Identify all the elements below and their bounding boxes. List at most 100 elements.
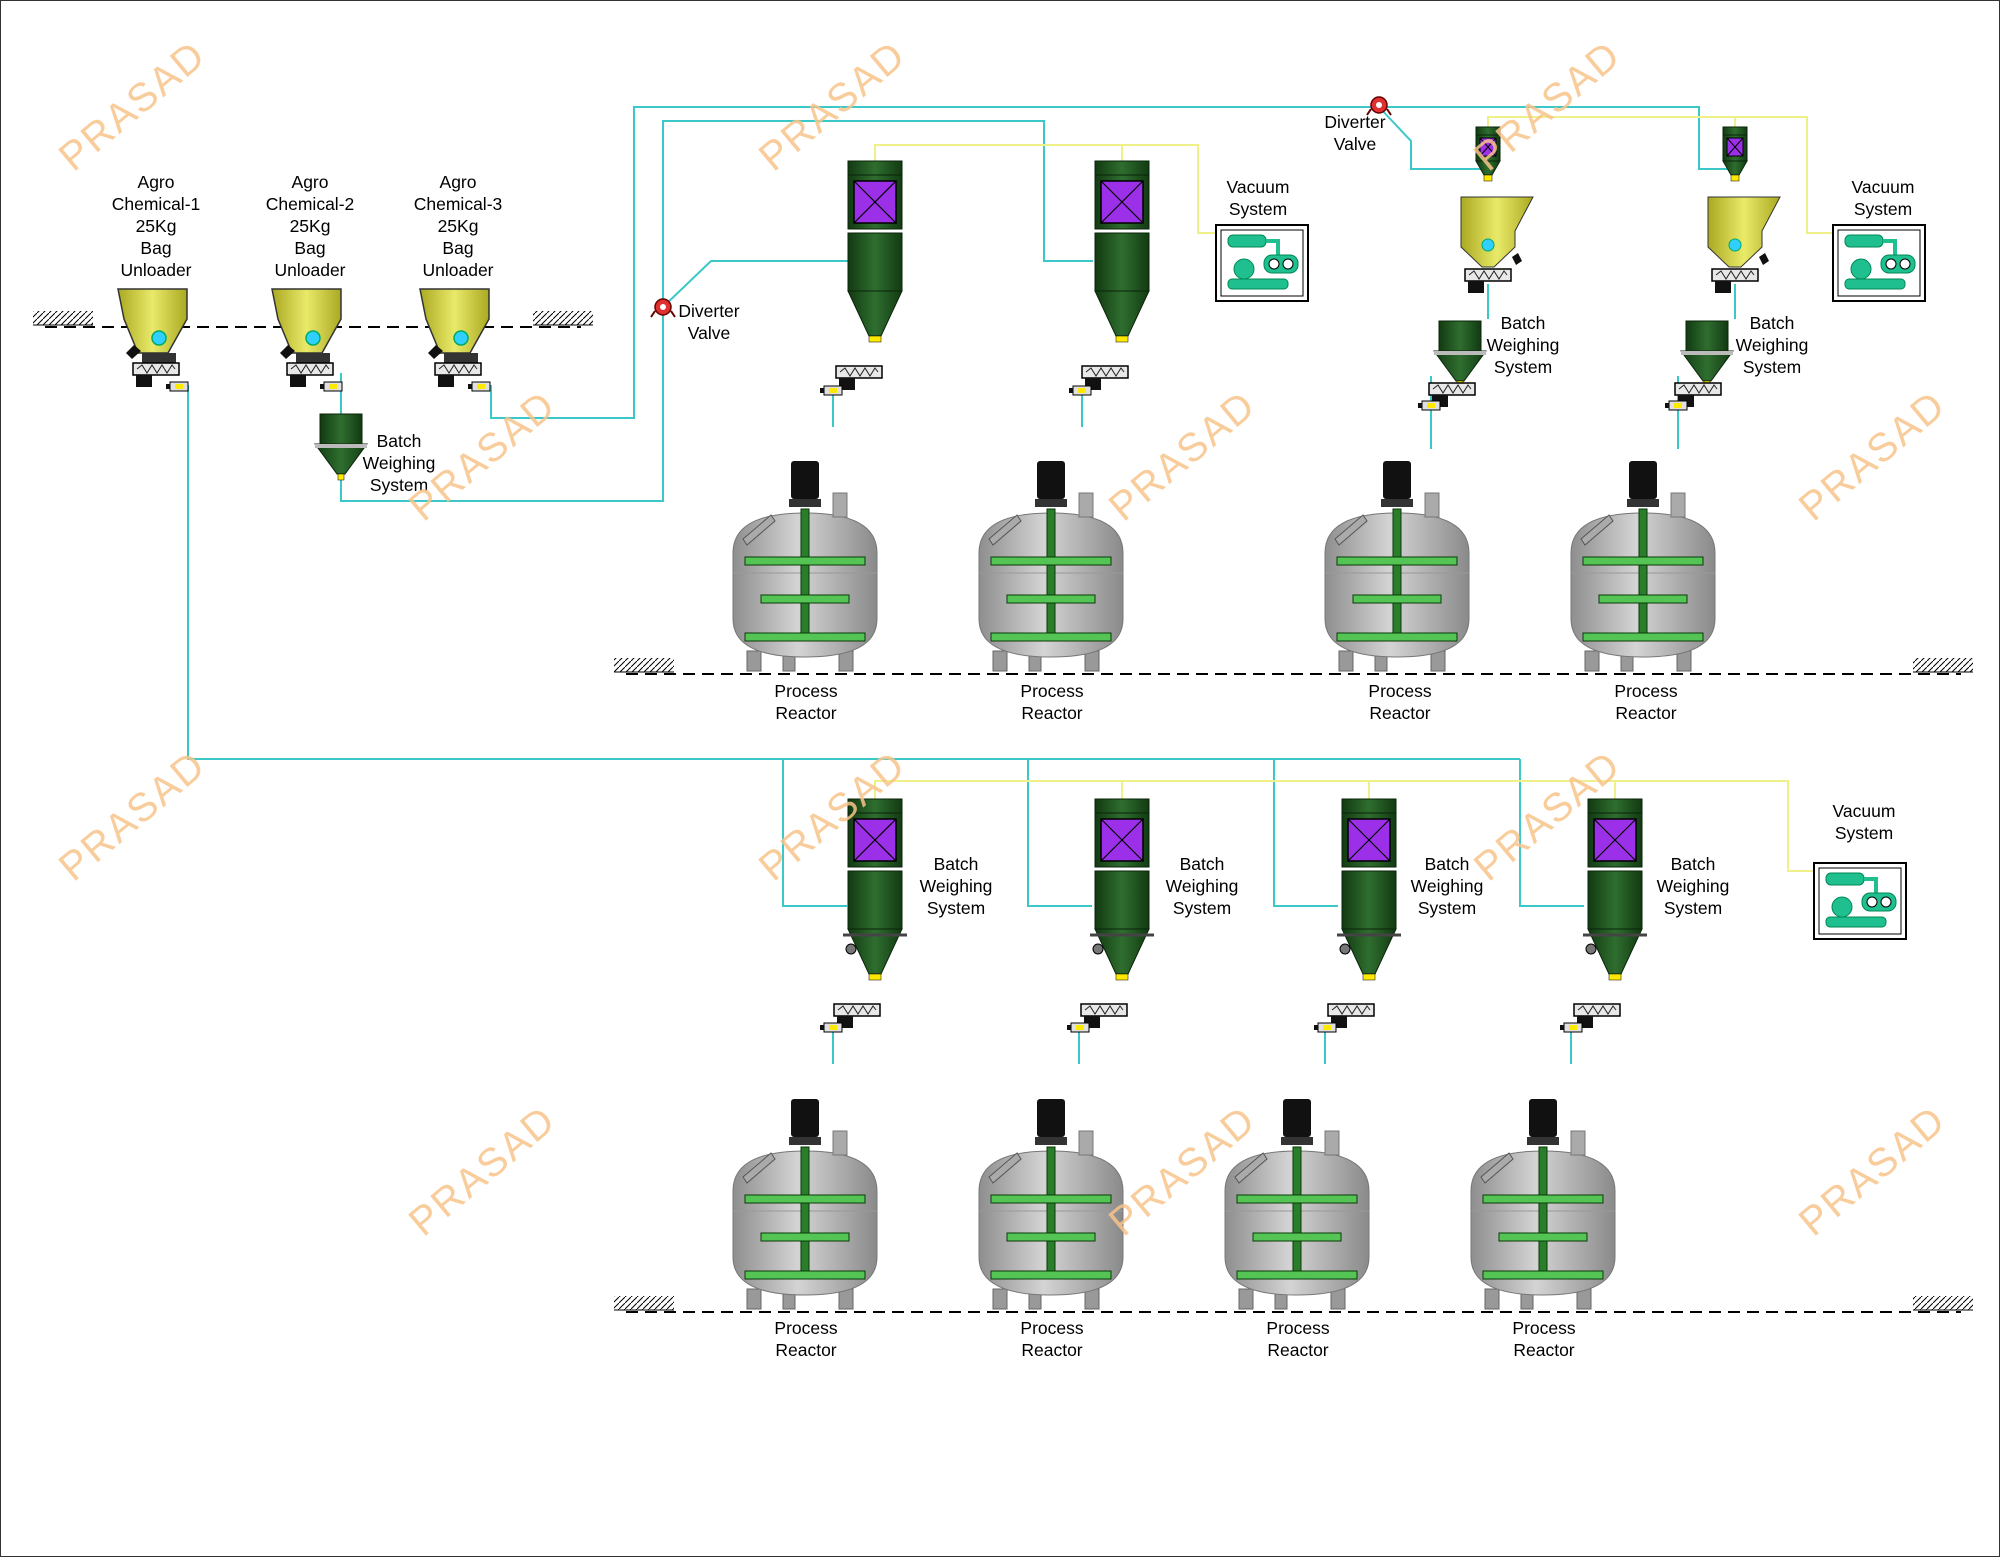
motor-flange — [789, 499, 821, 507]
feeder-screw — [290, 364, 330, 374]
unloader-label-3-line: Agro — [440, 172, 477, 192]
discharge-valve — [1608, 973, 1622, 981]
agitator-motor — [1283, 1099, 1311, 1137]
vibrator — [1512, 253, 1522, 265]
receiver-lid — [1094, 798, 1150, 814]
batch-weighing-receiver-lower-1 — [843, 798, 907, 981]
receiver-body — [847, 232, 903, 292]
receiver-lid — [1722, 126, 1748, 136]
feeder-motor — [136, 375, 152, 387]
bag-dump-hopper — [271, 288, 342, 354]
reactor-nozzle — [1324, 1130, 1340, 1156]
batch-weighing-label-line: System — [370, 475, 428, 495]
ground-hatch — [33, 311, 93, 325]
vacuum-system-label-line: Vacuum — [1852, 177, 1915, 197]
process-reactor-label-line: Process — [1266, 1318, 1329, 1338]
receiver-screw-feeder — [835, 365, 883, 390]
receiver-screw-feeder — [1327, 1003, 1375, 1028]
feeder-screw — [1715, 270, 1755, 280]
unloader-label-3-line: Bag — [442, 238, 473, 258]
agitator-blade — [760, 594, 850, 604]
receiver-cone — [1094, 290, 1150, 337]
manway — [742, 514, 776, 546]
reactor-nozzle — [1670, 492, 1686, 518]
agitator-blade — [744, 1270, 866, 1280]
diverter-valve-label-line: Diverter — [678, 301, 739, 321]
batch-weighing-label-line: System — [1494, 357, 1552, 377]
watermark-text: PRASAD — [401, 1097, 564, 1244]
feeder-screw — [438, 364, 478, 374]
manway — [1580, 514, 1614, 546]
hopper-outlet — [444, 353, 478, 363]
process-reactor-label-line: Process — [774, 1318, 837, 1338]
conveying-line-to-receiver-1 — [662, 260, 850, 308]
pressure-gauge — [1339, 943, 1351, 955]
process-reactor-lower-4 — [1470, 1099, 1616, 1310]
manway — [988, 1152, 1022, 1184]
diverter-valve-top — [1366, 96, 1392, 116]
batch-weighing-label-line: Weighing — [1657, 876, 1730, 896]
batch-weighing-receiver-lower-4 — [1583, 798, 1647, 981]
unloader-rotary-valve — [468, 381, 491, 392]
watermark-text: PRASAD — [1791, 382, 1954, 529]
motor-flange — [1035, 499, 1067, 507]
batch-weighing-hopper-unloader2 — [314, 413, 368, 481]
batch-weighing-label-line: Weighing — [1411, 876, 1484, 896]
receiver-body — [1587, 870, 1643, 930]
process-reactor-label-line: Reactor — [1267, 1340, 1328, 1360]
agitator-blade — [990, 1194, 1112, 1204]
agitator-motor — [791, 461, 819, 499]
load-cell-ring — [1434, 351, 1486, 355]
vacuum-line-lower — [874, 780, 1817, 872]
vibrator — [126, 345, 141, 359]
silencer — [1227, 234, 1267, 248]
process-reactor-upper-4 — [1570, 461, 1716, 672]
surge-hopper-2 — [1707, 196, 1781, 268]
agitator-blade — [1482, 1270, 1604, 1280]
feeder-screw — [837, 1005, 877, 1015]
discharge-valve — [1362, 973, 1376, 981]
agitator-shaft — [1392, 508, 1402, 636]
batch-weighing-label-line: System — [1743, 357, 1801, 377]
process-reactor-label-line: Reactor — [1369, 703, 1430, 723]
feeder-screw — [1085, 367, 1125, 377]
receiver-cone — [847, 290, 903, 337]
batch-weighing-label-line: System — [1173, 898, 1231, 918]
vacuum-pump-base — [1844, 278, 1906, 290]
batch-weighing-label-line: Batch — [1750, 313, 1795, 333]
diverter-valve-label-line: Valve — [1334, 134, 1376, 154]
batch-weighing-label-line: Batch — [377, 431, 422, 451]
process-reactor-lower-2 — [978, 1099, 1124, 1310]
feeder-motor — [438, 375, 454, 387]
motor-flange — [1281, 1137, 1313, 1145]
batch-weighing-label-line: Weighing — [920, 876, 993, 896]
sight-glass — [1481, 238, 1495, 252]
discharge-valve — [1115, 973, 1129, 981]
vacuum-system-lower — [1813, 862, 1907, 940]
silencer — [1844, 234, 1884, 248]
vacuum-pump-base — [1227, 278, 1289, 290]
batch-weighing-label-line: Batch — [1180, 854, 1225, 874]
conveying-line-to-receiver-2 — [662, 120, 1093, 307]
process-reactor-label-line: Process — [1020, 1318, 1083, 1338]
reactor-nozzle — [1078, 1130, 1094, 1156]
unloader-screw-feeder — [132, 362, 180, 387]
surge-hopper — [1707, 196, 1781, 268]
hopper-outlet — [296, 353, 330, 363]
agitator-blade — [1252, 1232, 1342, 1242]
motor-flange — [1627, 499, 1659, 507]
batch-weighing-label-line: Weighing — [1736, 335, 1809, 355]
